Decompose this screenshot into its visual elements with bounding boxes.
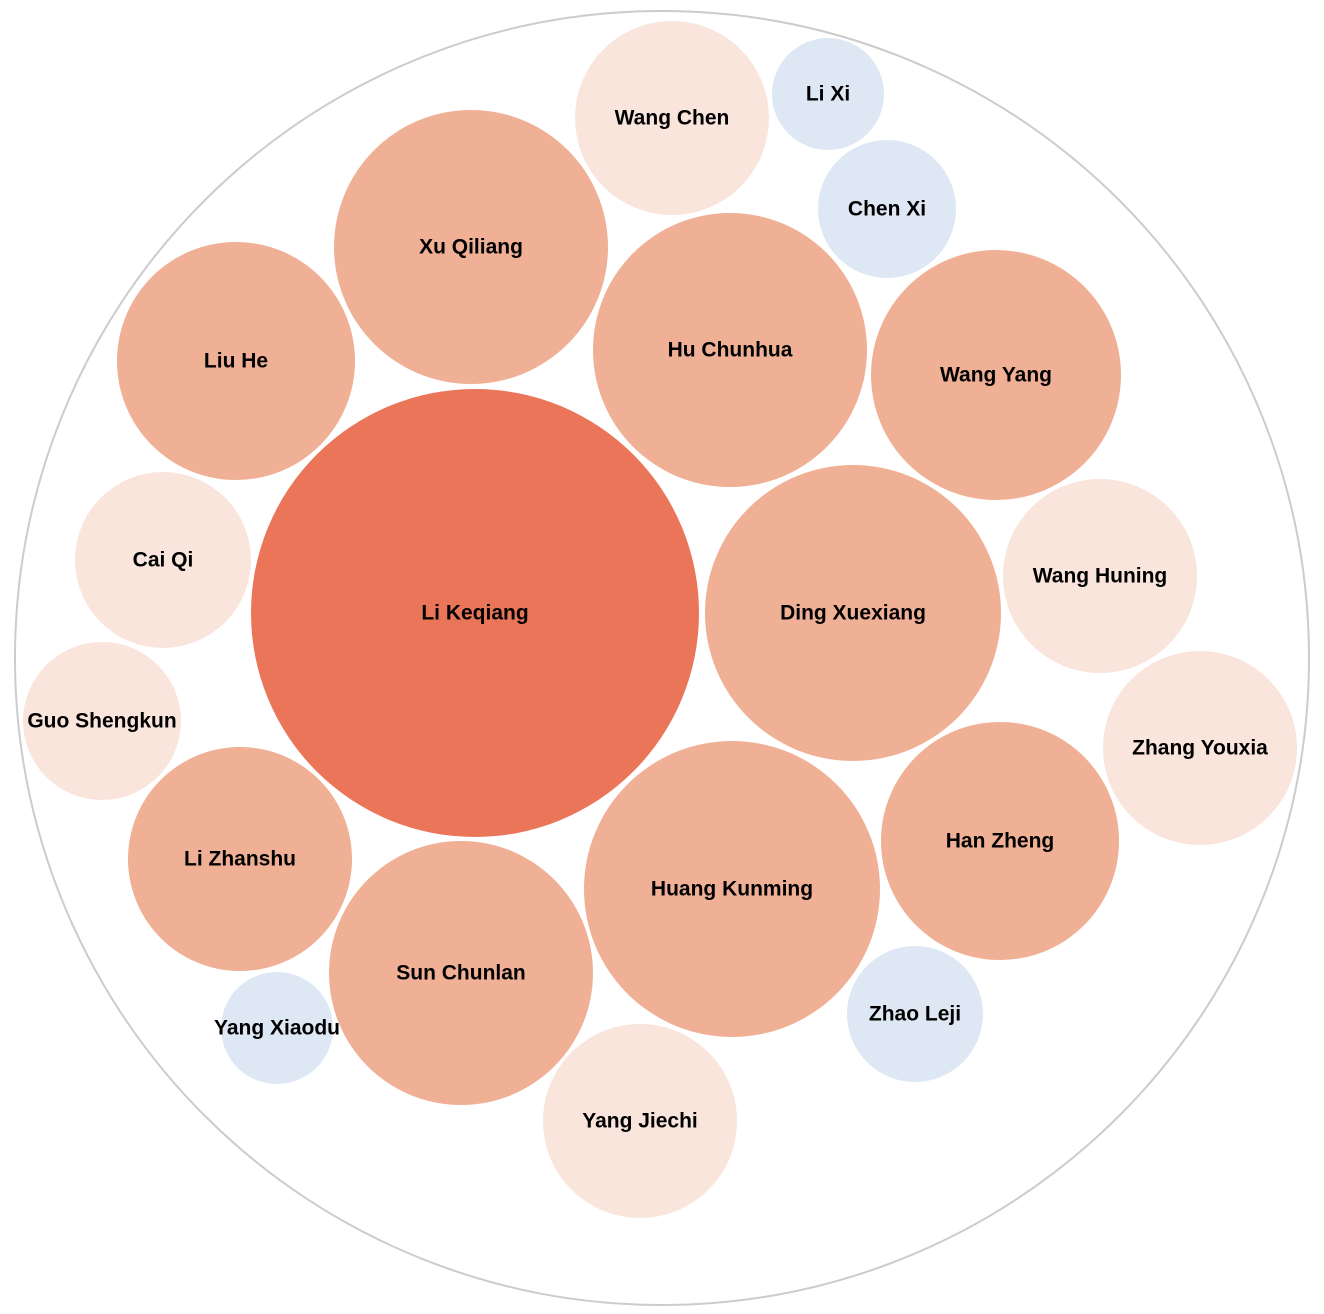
bubble-circle [23,642,181,800]
bubble-circle [584,741,880,1037]
bubble-wang-huning: Wang Huning [1003,479,1197,673]
bubble-guo-shengkun: Guo Shengkun [23,642,181,800]
bubble-label: Li Xi [806,83,850,106]
bubble-label: Guo Shengkun [27,710,176,733]
bubble-circle [543,1024,737,1218]
bubble-circle [251,389,699,837]
bubble-yang-xiaodu: Yang Xiaodu [214,972,340,1084]
bubble-circle [334,110,608,384]
bubble-label: Li Keqiang [421,602,528,625]
bubble-cai-qi: Cai Qi [75,472,251,648]
bubble-liu-he: Liu He [117,242,355,480]
bubble-label: Li Zhanshu [184,848,296,871]
bubble-label: Yang Jiechi [582,1110,698,1133]
bubble-circle [772,38,884,150]
bubble-label: Wang Yang [940,364,1052,387]
bubble-huang-kunming: Huang Kunming [584,741,880,1037]
bubble-label: Han Zheng [946,830,1055,853]
bubble-xu-qiliang: Xu Qiliang [334,110,608,384]
bubble-zhao-leji: Zhao Leji [847,946,983,1082]
bubble-label: Wang Chen [615,107,730,130]
bubble-circle [705,465,1001,761]
bubble-circle [575,21,769,215]
bubble-circle [221,972,333,1084]
bubble-circle [1103,651,1297,845]
bubble-circle [329,841,593,1105]
bubble-circle [881,722,1119,960]
bubble-wang-yang: Wang Yang [871,250,1121,500]
bubble-circle [593,213,867,487]
bubble-sun-chunlan: Sun Chunlan [329,841,593,1105]
bubble-yang-jiechi: Yang Jiechi [543,1024,737,1218]
bubble-circle [847,946,983,1082]
bubble-label: Xu Qiliang [419,236,523,259]
bubble-label: Wang Huning [1033,565,1168,588]
bubble-li-zhanshu: Li Zhanshu [128,747,352,971]
bubble-li-keqiang: Li Keqiang [251,389,699,837]
bubble-label: Huang Kunming [651,878,813,901]
bubble-label: Chen Xi [848,198,926,221]
bubble-circle [117,242,355,480]
bubble-label: Sun Chunlan [396,962,526,985]
bubble-circle [75,472,251,648]
bubble-circle [818,140,956,278]
bubble-label: Yang Xiaodu [214,1017,340,1040]
bubble-circle [1003,479,1197,673]
bubble-label: Zhao Leji [869,1003,961,1026]
bubble-circle [128,747,352,971]
bubble-label: Liu He [204,350,268,373]
bubble-label: Ding Xuexiang [780,602,926,625]
bubble-ding-xuexiang: Ding Xuexiang [705,465,1001,761]
bubble-label: Hu Chunhua [668,339,793,362]
bubble-li-xi: Li Xi [772,38,884,150]
bubble-label: Cai Qi [133,549,194,572]
bubble-wang-chen: Wang Chen [575,21,769,215]
bubble-han-zheng: Han Zheng [881,722,1119,960]
bubble-hu-chunhua: Hu Chunhua [593,213,867,487]
bubble-zhang-youxia: Zhang Youxia [1103,651,1297,845]
bubble-chen-xi: Chen Xi [818,140,956,278]
bubble-label: Zhang Youxia [1132,737,1268,760]
bubble-circle [871,250,1121,500]
